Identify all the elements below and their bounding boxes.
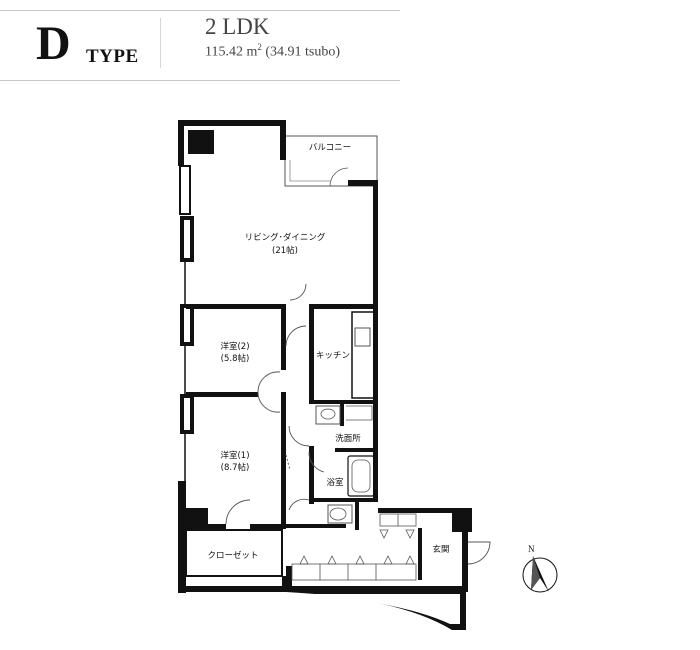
bathtub bbox=[347, 455, 375, 497]
toilet bbox=[327, 504, 353, 524]
compass-icon bbox=[522, 556, 558, 593]
living-dining-size: (21帖) bbox=[272, 245, 298, 256]
left-windows bbox=[179, 165, 194, 481]
floor-area: 115.42 m2 (34.91 tsubo) bbox=[205, 42, 340, 61]
western-room-1-size: (8.7帖) bbox=[221, 462, 250, 473]
balcony bbox=[284, 135, 378, 187]
type-word: TYPE bbox=[86, 46, 139, 67]
western-room-2-size: (5.8帖) bbox=[221, 353, 250, 364]
kitchen-label: キッチン bbox=[316, 351, 350, 361]
washroom-label: 洗面所 bbox=[335, 433, 361, 444]
curved-terrace bbox=[286, 592, 466, 630]
plan-header: D TYPE 2 LDK 115.42 m2 (34.91 tsubo) bbox=[0, 0, 400, 82]
type-letter: D bbox=[36, 17, 71, 70]
closet bbox=[185, 529, 283, 577]
plan-name: 2 LDK bbox=[205, 14, 270, 39]
header-bottom-rule bbox=[0, 80, 400, 81]
area-tsubo: (34.91 tsubo) bbox=[261, 44, 341, 60]
storage-cabinets bbox=[291, 513, 417, 581]
western-room-1-label: 洋室(1) bbox=[220, 450, 249, 461]
kitchen-counter bbox=[351, 311, 375, 399]
area-unit-sup: 2 bbox=[257, 42, 262, 52]
western-room-2-label: 洋室(2) bbox=[220, 341, 249, 352]
balcony-label: バルコニー bbox=[309, 143, 351, 153]
wash-basin bbox=[315, 405, 373, 425]
header-top-rule bbox=[0, 10, 400, 11]
compass-north-label: N bbox=[528, 544, 535, 554]
header-divider bbox=[160, 18, 161, 68]
door-swings bbox=[225, 283, 491, 565]
interior-walls bbox=[186, 304, 452, 592]
bathroom-label: 浴室 bbox=[326, 477, 344, 488]
area-m2: 115.42 m bbox=[205, 44, 258, 60]
closet-label: クローゼット bbox=[207, 550, 258, 561]
living-dining-label: リビング･ダイニング bbox=[245, 232, 326, 243]
entrance-label: 玄関 bbox=[432, 544, 449, 555]
